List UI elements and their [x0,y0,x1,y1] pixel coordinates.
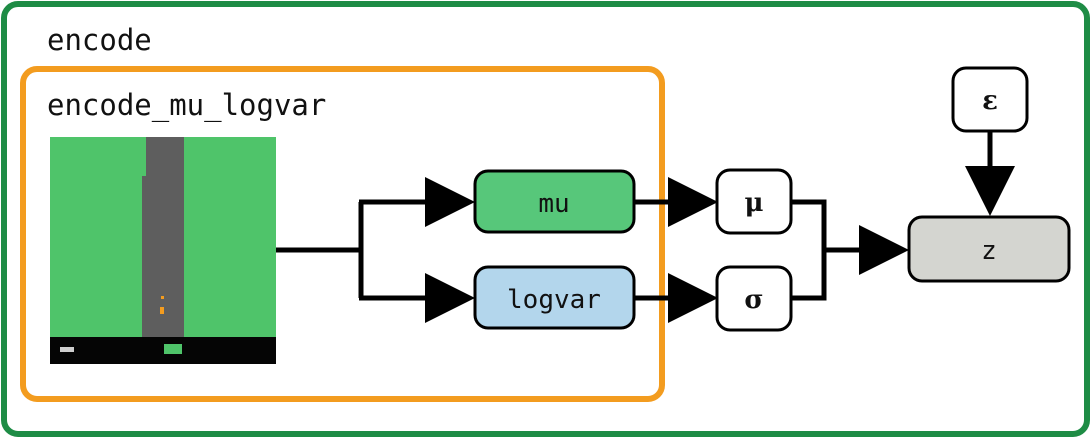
sigma-symbol-node [715,265,793,332]
logvar-node-label: logvar [507,285,601,315]
road-shoulder [142,176,146,337]
epsilon-label: ε [982,86,998,116]
z-node [907,215,1071,283]
road [146,137,184,337]
mu-symbol-label: μ [744,188,763,218]
car [160,307,164,314]
sigma-symbol-label: σ [744,285,763,315]
status-bar [50,337,276,364]
input-frame-image [50,137,276,364]
status-bar-indicator [60,347,74,352]
car-marker [161,296,164,299]
encode-mu-logvar-label: encode_mu_logvar [47,88,326,123]
z-node-label: z [981,236,997,266]
mu-node [473,169,636,234]
epsilon-node [951,66,1029,133]
encode-label: encode [47,23,152,57]
encode-mu-logvar-box [20,66,665,402]
status-bar-gauge [164,344,182,354]
connectors [276,131,1015,323]
mu-node-label: mu [538,189,569,219]
connector-mu-symbol-out [791,199,827,301]
mu-symbol-node [715,168,793,235]
logvar-node [473,265,636,330]
